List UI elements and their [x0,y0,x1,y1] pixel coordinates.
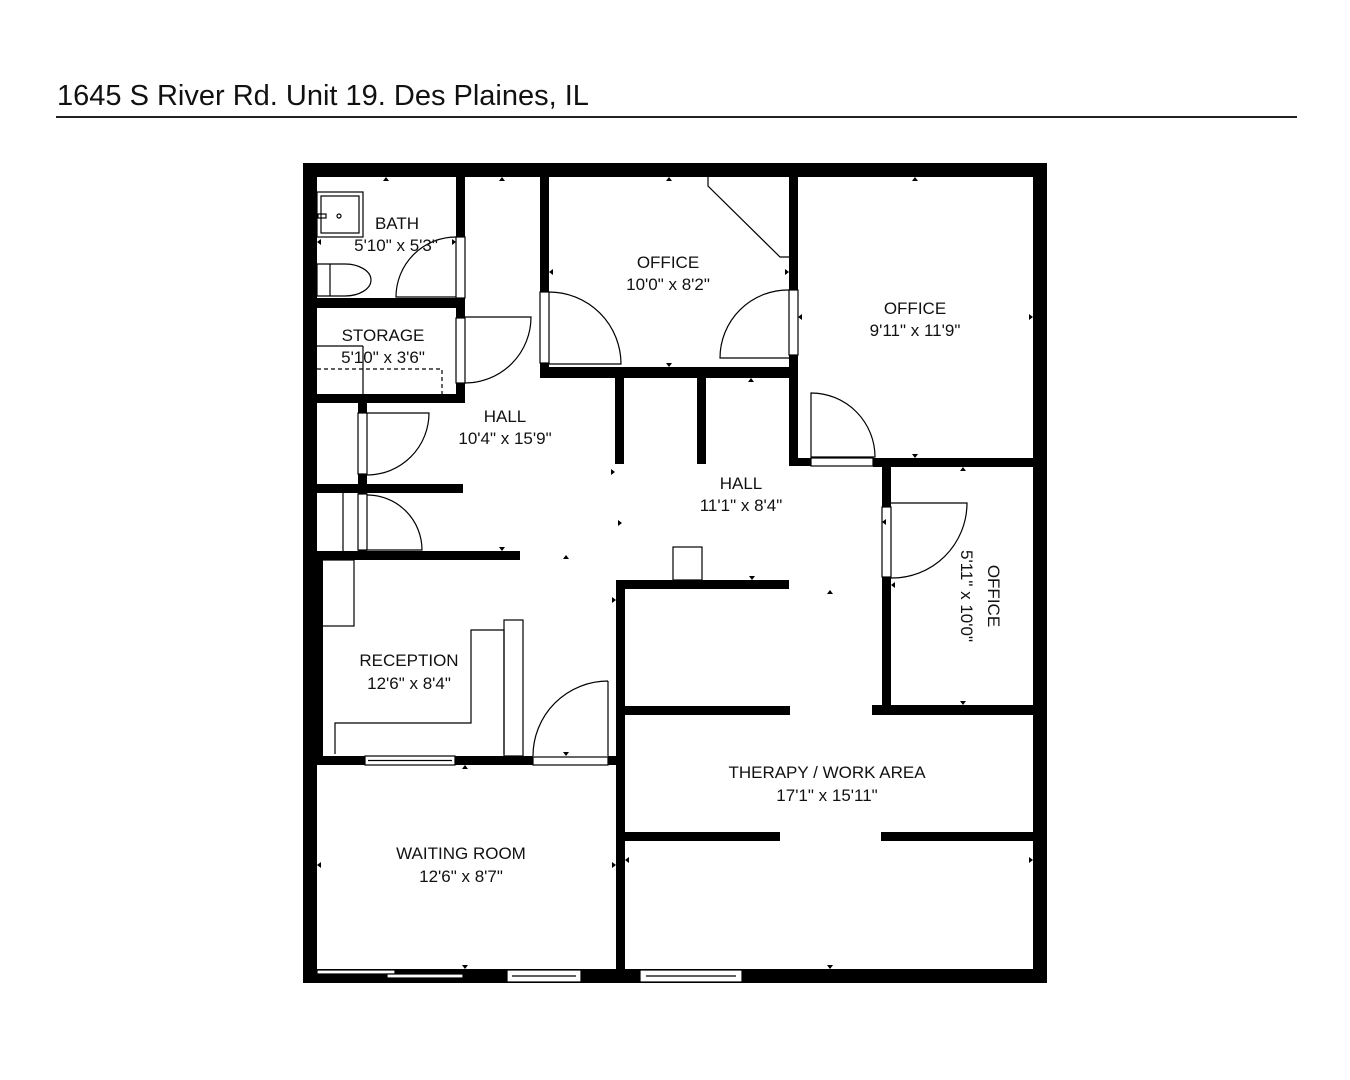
room-label-bath: BATH [375,214,419,233]
windows [316,755,743,983]
title-underline [56,116,1297,118]
doors [342,236,968,766]
fixtures [316,177,789,757]
room-label-therapy: THERAPY / WORK AREA [728,763,926,782]
room-dims-hall-center: 11'1" x 8'4" [700,496,783,515]
room-label-hall-center: HALL [720,474,763,493]
dimension-markers [317,177,1033,969]
room-label-waiting: WAITING ROOM [396,844,526,863]
room-dims-waiting: 12'6" x 8'7" [419,867,503,886]
room-label-office-right: OFFICE [884,299,946,318]
room-label-hall-left: HALL [484,407,527,426]
room-dims-hall-left: 10'4" x 15'9" [458,429,551,448]
room-label-office-top: OFFICE [637,253,699,272]
room-dims-storage: 5'10" x 3'6" [341,348,425,367]
room-dims-office-top: 10'0" x 8'2" [626,275,710,294]
room-dims-office-right: 9'11" x 11'9" [870,321,961,340]
room-labels: BATH 5'10" x 5'3" STORAGE 5'10" x 3'6" O… [341,214,1003,886]
interior-walls [303,177,1033,969]
room-dims-reception: 12'6" x 8'4" [367,674,451,693]
room-label-storage: STORAGE [342,326,425,345]
room-dims-office-small: 5'11" x 10'0" [957,550,976,642]
room-dims-bath: 5'10" x 5'3" [354,236,438,255]
room-dims-therapy: 17'1" x 15'11" [776,786,877,805]
property-address-title: 1645 S River Rd. Unit 19. Des Plaines, I… [57,80,589,112]
room-label-office-small: OFFICE [984,565,1003,627]
room-label-reception: RECEPTION [359,651,458,670]
